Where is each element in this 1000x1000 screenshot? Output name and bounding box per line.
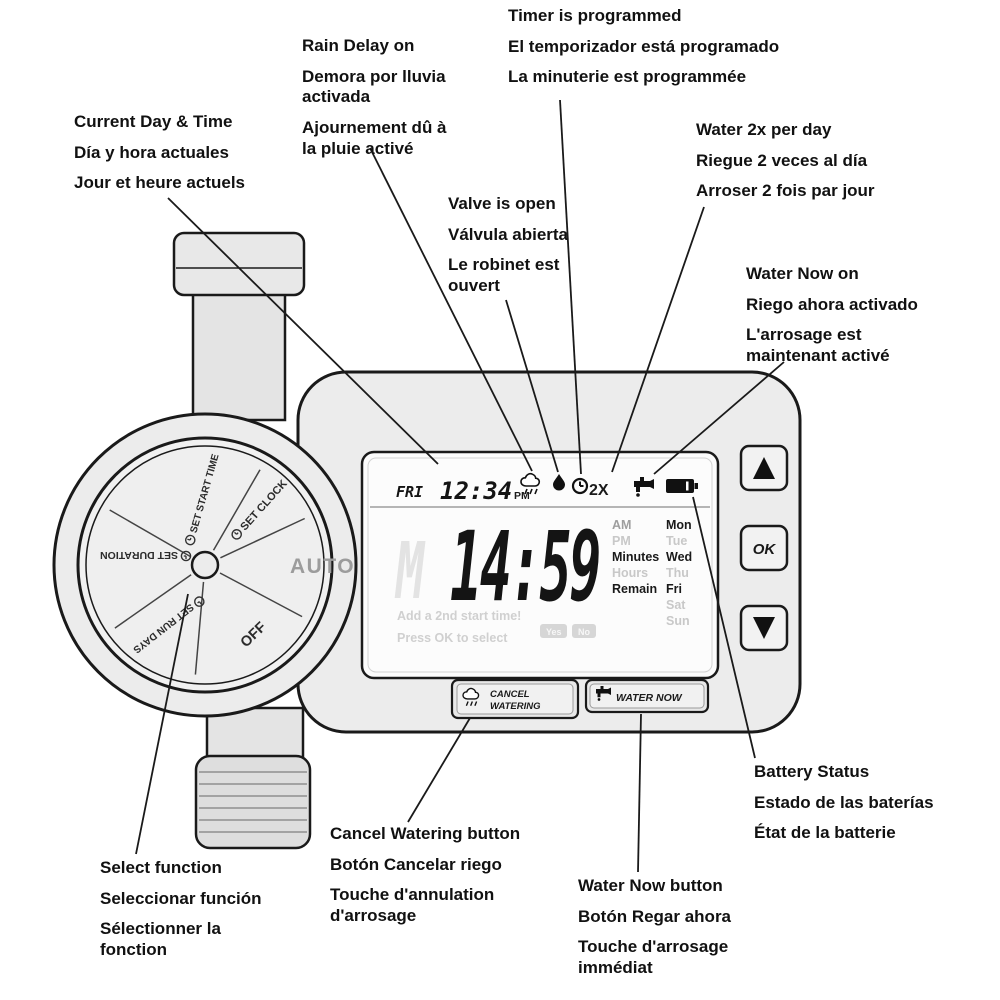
lcd-day-wed: Wed bbox=[666, 550, 692, 564]
callout-valve-open-en: Valve is open bbox=[448, 194, 556, 213]
callout-lines bbox=[135, 99, 785, 873]
line-select-function bbox=[135, 593, 189, 855]
callout-select-function-en: Select function bbox=[100, 858, 222, 877]
line-timer-programmed bbox=[559, 99, 582, 475]
callout-select-function-fr: Sélectionner la fonction bbox=[100, 919, 221, 960]
dial-label-set-duration-group: SET DURATION bbox=[100, 549, 192, 562]
lcd-prompt-line2: Press OK to select bbox=[397, 631, 508, 645]
callout-rain-delay-es: Demora por lluvia activada bbox=[302, 66, 446, 107]
line-valve-open bbox=[505, 299, 559, 473]
arrow-down-button[interactable] bbox=[739, 604, 789, 652]
lcd-label-hours: Hours bbox=[612, 566, 648, 580]
callout-rain-delay-fr: Ajournement dû à la pluie activé bbox=[302, 118, 447, 158]
lcd-multiplier: 2X bbox=[589, 482, 609, 499]
arrow-up-icon bbox=[753, 457, 775, 479]
callout-timer-programmed-en: Timer is programmed bbox=[508, 6, 682, 25]
lcd-label-am: AM bbox=[612, 518, 631, 532]
line-cancel-watering bbox=[407, 717, 471, 823]
ok-button[interactable]: OK bbox=[739, 524, 789, 572]
water-now-button[interactable]: WATER NOW bbox=[584, 678, 710, 714]
dial-label-set-duration: SET DURATION bbox=[100, 549, 178, 561]
callout-rain-delay: Rain Delay on Demora por lluvia activada… bbox=[302, 36, 447, 170]
dial-hub bbox=[190, 550, 220, 580]
lcd-bezel bbox=[360, 450, 720, 680]
callout-select-function: Select function Seleccionar función Séle… bbox=[100, 858, 262, 971]
lcd-display: FRI 12:34 PM 2X M 14:59 AM PM Minutes Ho… bbox=[360, 450, 720, 680]
dial-label-auto: AUTO bbox=[290, 555, 355, 578]
ok-button-label: OK bbox=[753, 541, 777, 558]
lcd-yes-label: Yes bbox=[546, 627, 562, 637]
callout-valve-open-fr: Le robinet est ouvert bbox=[448, 255, 560, 296]
lcd-prompt-line1: Add a 2nd start time! bbox=[397, 609, 521, 623]
lcd-ampm: PM bbox=[514, 490, 530, 502]
battery-icon bbox=[666, 479, 698, 493]
bottom-pipe-connector bbox=[194, 706, 312, 850]
arrow-up-button[interactable] bbox=[739, 444, 789, 492]
line-water-now-button bbox=[637, 713, 642, 873]
lcd-no-label: No bbox=[578, 627, 590, 637]
cancel-watering-label-line1: CANCEL bbox=[490, 689, 530, 700]
lcd-ghost-segment: M bbox=[395, 526, 426, 617]
callout-water-now-button-fr: Touche d'arrosage immédiat bbox=[578, 937, 729, 978]
lcd-yes-chip bbox=[540, 624, 567, 638]
callout-current-day-time: Current Day & Time Día y hora actuales J… bbox=[74, 112, 245, 204]
callout-timer-programmed: Timer is programmed El temporizador está… bbox=[508, 6, 779, 98]
callout-rain-delay-en: Rain Delay on bbox=[302, 36, 415, 55]
callout-cancel-watering-button-en: Cancel Watering button bbox=[330, 824, 521, 843]
callout-water-now-button-en: Water Now button bbox=[578, 876, 723, 895]
water-now-label: WATER NOW bbox=[616, 692, 683, 704]
callout-battery-status-es: Estado de las baterías bbox=[754, 792, 934, 812]
lcd-no-chip bbox=[572, 624, 596, 638]
callout-cancel-watering-button-fr: Touche d'annulation d'arrosage bbox=[330, 885, 495, 926]
callout-timer-programmed-es: El temporizador está programado bbox=[508, 36, 780, 56]
lcd-day-fri: Fri bbox=[666, 582, 682, 596]
callout-water-now-on-fr: L'arrosage est maintenant activé bbox=[746, 325, 890, 366]
line-battery-status bbox=[692, 496, 756, 759]
lcd-label-minutes: Minutes bbox=[612, 550, 659, 564]
line-current-day-time bbox=[167, 197, 439, 465]
line-rain-delay bbox=[369, 147, 533, 472]
callout-water-2x-en: Water 2x per day bbox=[696, 120, 832, 139]
arrow-down-icon bbox=[753, 617, 775, 639]
lcd-label-pm: PM bbox=[612, 534, 631, 548]
callout-water-now-button: Water Now button Botón Regar ahora Touch… bbox=[578, 876, 731, 989]
lcd-day-sat: Sat bbox=[666, 598, 686, 612]
function-dial[interactable]: AUTO OFF SET CLOCK SET START TIME SET DU… bbox=[52, 412, 358, 718]
callout-battery-status-fr: État de la batterie bbox=[754, 823, 896, 843]
callout-timer-programmed-fr: La minuterie est programmée bbox=[508, 67, 747, 87]
line-water-now-on bbox=[653, 361, 785, 475]
thread-lines bbox=[199, 771, 307, 833]
lcd-inner-frame bbox=[367, 457, 713, 673]
callout-cancel-watering-button-es: Botón Cancelar riego bbox=[330, 854, 502, 874]
callout-cancel-watering-button: Cancel Watering button Botón Cancelar ri… bbox=[330, 824, 520, 937]
callout-water-now-on: Water Now on Riego ahora activado L'arro… bbox=[746, 264, 918, 377]
lcd-day-mon: Mon bbox=[666, 518, 692, 532]
callout-current-day-time-fr: Jour et heure actuels bbox=[74, 173, 246, 193]
callout-water-now-on-en: Water Now on bbox=[746, 264, 859, 283]
lcd-day-thu: Thu bbox=[666, 566, 689, 580]
lcd-day-sun: Sun bbox=[666, 614, 690, 628]
lcd-day-tue: Tue bbox=[666, 534, 687, 548]
callout-battery-status: Battery Status Estado de las baterías Ét… bbox=[754, 762, 934, 854]
callout-battery-status-en: Battery Status bbox=[754, 762, 870, 781]
lcd-time: 12:34 bbox=[440, 477, 512, 505]
callout-current-day-time-es: Día y hora actuales bbox=[74, 142, 229, 162]
callout-water-now-on-es: Riego ahora activado bbox=[746, 294, 918, 314]
callout-valve-open-es: Válvula abierta bbox=[448, 224, 569, 244]
line-water-2x bbox=[611, 206, 705, 473]
cancel-watering-label-line2: WATERING bbox=[490, 701, 541, 712]
callout-water-2x-es: Riegue 2 veces al día bbox=[696, 150, 868, 170]
lcd-day: FRI bbox=[396, 483, 423, 501]
lcd-label-remain: Remain bbox=[612, 582, 657, 596]
callout-current-day-time-en: Current Day & Time bbox=[74, 112, 233, 131]
callout-water-now-button-es: Botón Regar ahora bbox=[578, 906, 732, 926]
lcd-countdown: 14:59 bbox=[450, 512, 599, 623]
top-pipe-connector bbox=[172, 231, 306, 422]
callout-select-function-es: Seleccionar función bbox=[100, 888, 262, 908]
callout-water-2x-fr: Arroser 2 fois par jour bbox=[696, 181, 875, 201]
cancel-watering-button[interactable]: CANCEL WATERING bbox=[450, 678, 580, 720]
callout-valve-open: Valve is open Válvula abierta Le robinet… bbox=[448, 194, 568, 307]
callout-water-2x: Water 2x per day Riegue 2 veces al día A… bbox=[696, 120, 875, 212]
